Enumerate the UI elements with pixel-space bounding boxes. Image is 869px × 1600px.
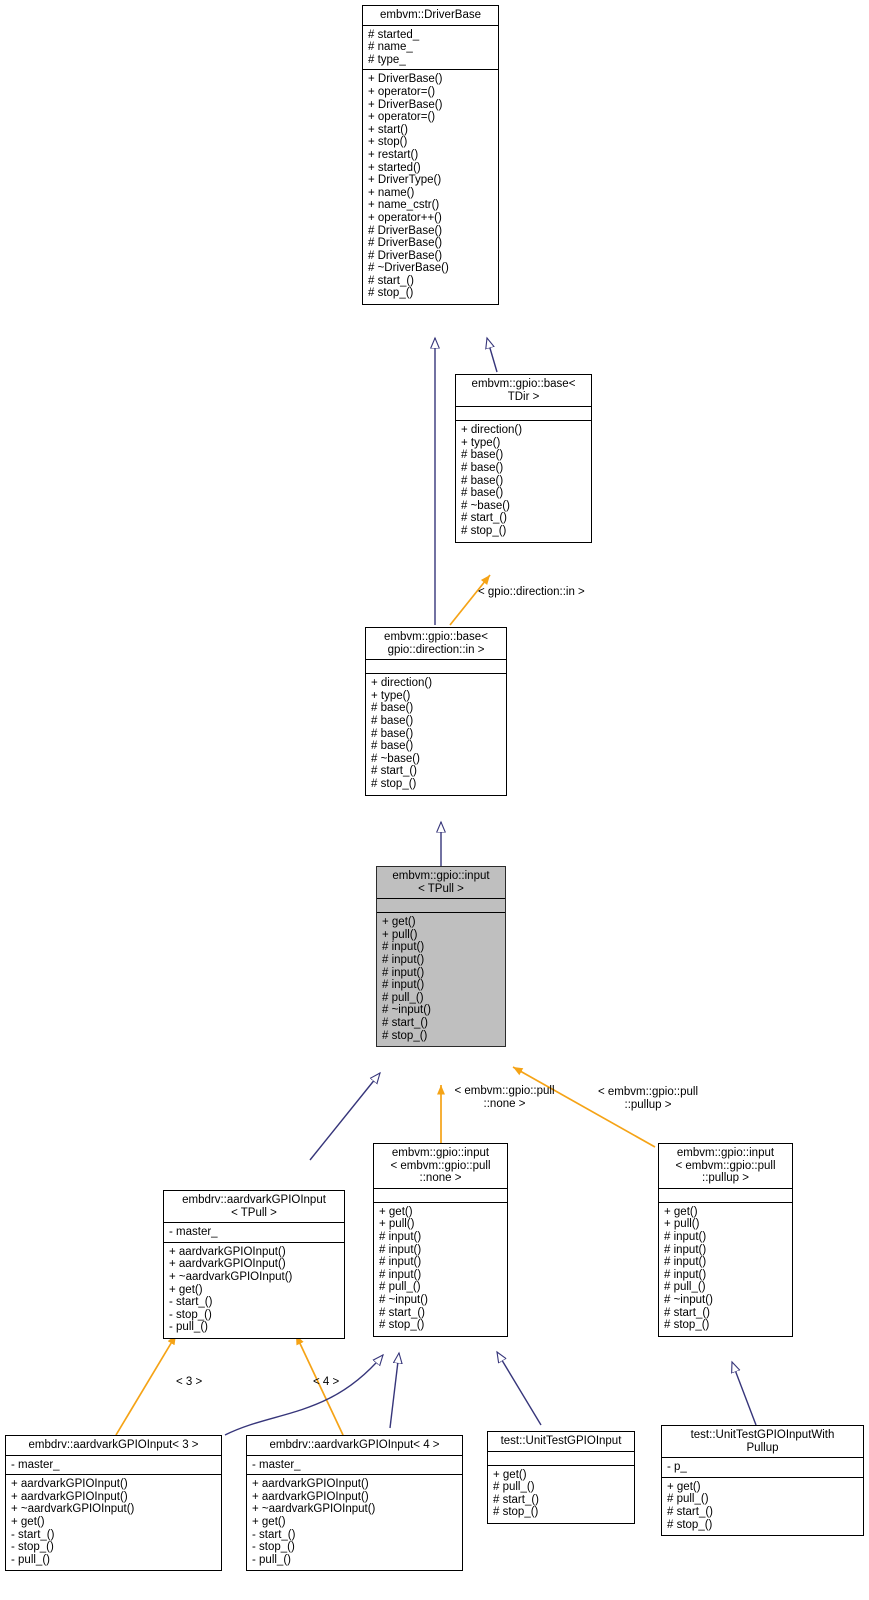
class-title: embvm::gpio::input < embvm::gpio::pull :…	[374, 1144, 507, 1189]
class-title: embvm::gpio::base< gpio::direction::in >	[366, 628, 506, 661]
class-attributes	[374, 1189, 507, 1203]
class-box-aardvark-gpio-input-4[interactable]: embdrv::aardvarkGPIOInput< 4 > - master_…	[246, 1435, 463, 1572]
class-box-gpio-base-direction-in[interactable]: embvm::gpio::base< gpio::direction::in >…	[365, 627, 507, 796]
class-attributes: - p_	[662, 1458, 863, 1478]
class-operations: + get() + pull() # input() # input() # i…	[382, 916, 431, 1042]
edge-label-pull-none: < embvm::gpio::pull ::none >	[454, 1085, 555, 1110]
edge-template-base-tdir-to-base-in	[449, 574, 491, 626]
class-title: embdrv::aardvarkGPIOInput< 3 >	[6, 1436, 221, 1456]
class-title: embvm::DriverBase	[363, 6, 498, 26]
class-title: embvm::gpio::input < embvm::gpio::pull :…	[659, 1144, 792, 1189]
class-operations: + aardvarkGPIOInput() + aardvarkGPIOInpu…	[252, 1478, 376, 1566]
class-title: embdrv::aardvarkGPIOInput < TPull >	[164, 1191, 344, 1224]
edge-inherit-input-tpull-from-aardvark-tpull	[309, 1073, 380, 1161]
class-attributes: - master_	[6, 1456, 221, 1476]
class-box-driver-base[interactable]: embvm::DriverBase # started_ # name_ # t…	[362, 5, 499, 306]
class-attributes: # started_ # name_ # type_	[363, 26, 498, 71]
class-attributes	[366, 660, 506, 675]
class-title: embvm::gpio::base< TDir >	[456, 375, 591, 408]
class-operations: + direction() + type() # base() # base()…	[461, 424, 523, 537]
class-box-unit-test-gpio-input-with-pullup[interactable]: test::UnitTestGPIOInputWith Pullup - p_ …	[661, 1425, 864, 1537]
class-attributes	[377, 899, 505, 914]
class-box-gpio-input-pull-none[interactable]: embvm::gpio::input < embvm::gpio::pull :…	[373, 1143, 508, 1337]
class-title: test::UnitTestGPIOInput	[488, 1432, 634, 1452]
class-operations: + get() # pull_() # start_() # stop_()	[493, 1468, 540, 1519]
edge-template-aardvark-tpull-to-aardvark-3	[115, 1334, 177, 1436]
edge-label-template-3: < 3 >	[176, 1376, 203, 1388]
class-attributes	[488, 1452, 634, 1466]
class-operations: + get() + pull() # input() # input() # i…	[379, 1205, 428, 1332]
class-operations: + DriverBase() + operator=() + DriverBas…	[368, 73, 449, 300]
edge-inherit-input-none-from-aardvark-4	[389, 1353, 399, 1429]
edge-label-direction-in: < gpio::direction::in >	[478, 586, 585, 598]
class-box-gpio-base-tdir[interactable]: embvm::gpio::base< TDir > + direction() …	[455, 374, 592, 543]
edge-label-template-4: < 4 >	[313, 1376, 340, 1388]
edge-inherit-input-pullup-from-unittest-pullup	[732, 1362, 757, 1426]
class-operations: + aardvarkGPIOInput() + aardvarkGPIOInpu…	[11, 1478, 135, 1566]
class-attributes: - master_	[164, 1223, 344, 1243]
edge-inherit-driverbase-from-base-tdir	[487, 338, 498, 373]
class-attributes	[659, 1189, 792, 1203]
edge-inherit-input-none-from-unittest	[497, 1352, 542, 1426]
class-title: test::UnitTestGPIOInputWith Pullup	[662, 1426, 863, 1459]
class-box-unit-test-gpio-input[interactable]: test::UnitTestGPIOInput + get() # pull_(…	[487, 1431, 635, 1524]
edge-inherit-input-none-from-aardvark-3	[224, 1355, 383, 1436]
class-box-aardvark-gpio-input-tpull[interactable]: embdrv::aardvarkGPIOInput < TPull > - ma…	[163, 1190, 345, 1339]
edge-label-pull-pullup: < embvm::gpio::pull ::pullup >	[597, 1086, 699, 1111]
class-title: embdrv::aardvarkGPIOInput< 4 >	[247, 1436, 462, 1456]
class-operations: + direction() + type() # base() # base()…	[371, 677, 433, 790]
class-title: embvm::gpio::input < TPull >	[377, 867, 505, 900]
class-box-gpio-input-pull-pullup[interactable]: embvm::gpio::input < embvm::gpio::pull :…	[658, 1143, 793, 1337]
class-box-gpio-input-tpull[interactable]: embvm::gpio::input < TPull > + get() + p…	[376, 866, 506, 1048]
class-operations: + get() + pull() # input() # input() # i…	[664, 1205, 713, 1332]
class-attributes	[456, 407, 591, 422]
class-operations: + aardvarkGPIOInput() + aardvarkGPIOInpu…	[169, 1245, 293, 1334]
class-box-aardvark-gpio-input-3[interactable]: embdrv::aardvarkGPIOInput< 3 > - master_…	[5, 1435, 222, 1572]
class-operations: + get() # pull_() # start_() # stop_()	[667, 1480, 714, 1531]
class-attributes: - master_	[247, 1456, 462, 1476]
